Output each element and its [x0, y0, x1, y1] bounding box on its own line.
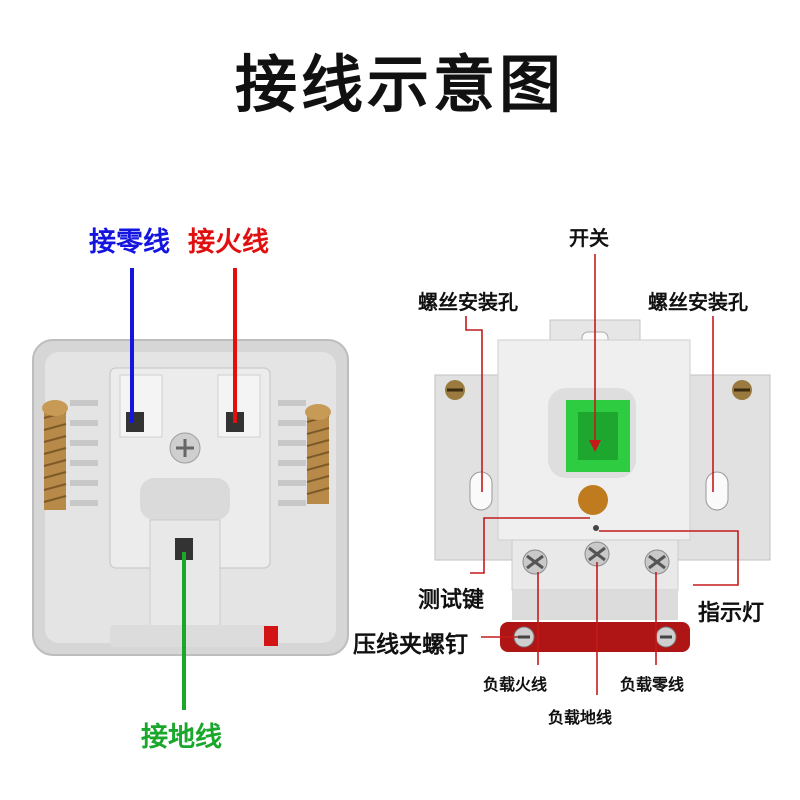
label-screw-hole-left: 螺丝安装孔 — [418, 290, 518, 314]
accent-dot — [391, 160, 398, 174]
label-load-neutral: 负载零线 — [620, 675, 685, 694]
label-switch: 开关 — [569, 226, 609, 250]
label-live-wire: 接火线 — [188, 227, 269, 258]
label-earth-wire: 接地线 — [141, 722, 222, 753]
label-test-key: 测试键 — [418, 588, 485, 613]
label-neutral-wire: 接零线 — [89, 227, 170, 258]
socket-back-view — [32, 339, 349, 656]
label-clamp-screw: 压线夹螺钉 — [353, 632, 468, 658]
page-title: 接线示意图 — [234, 48, 565, 121]
label-screw-hole-right: 螺丝安装孔 — [648, 290, 748, 314]
label-indicator: 指示灯 — [698, 601, 765, 626]
switch-arrowhead — [589, 440, 601, 452]
leader-lines — [465, 254, 739, 695]
label-load-earth: 负载地线 — [548, 708, 613, 727]
label-load-live: 负载火线 — [483, 675, 548, 694]
